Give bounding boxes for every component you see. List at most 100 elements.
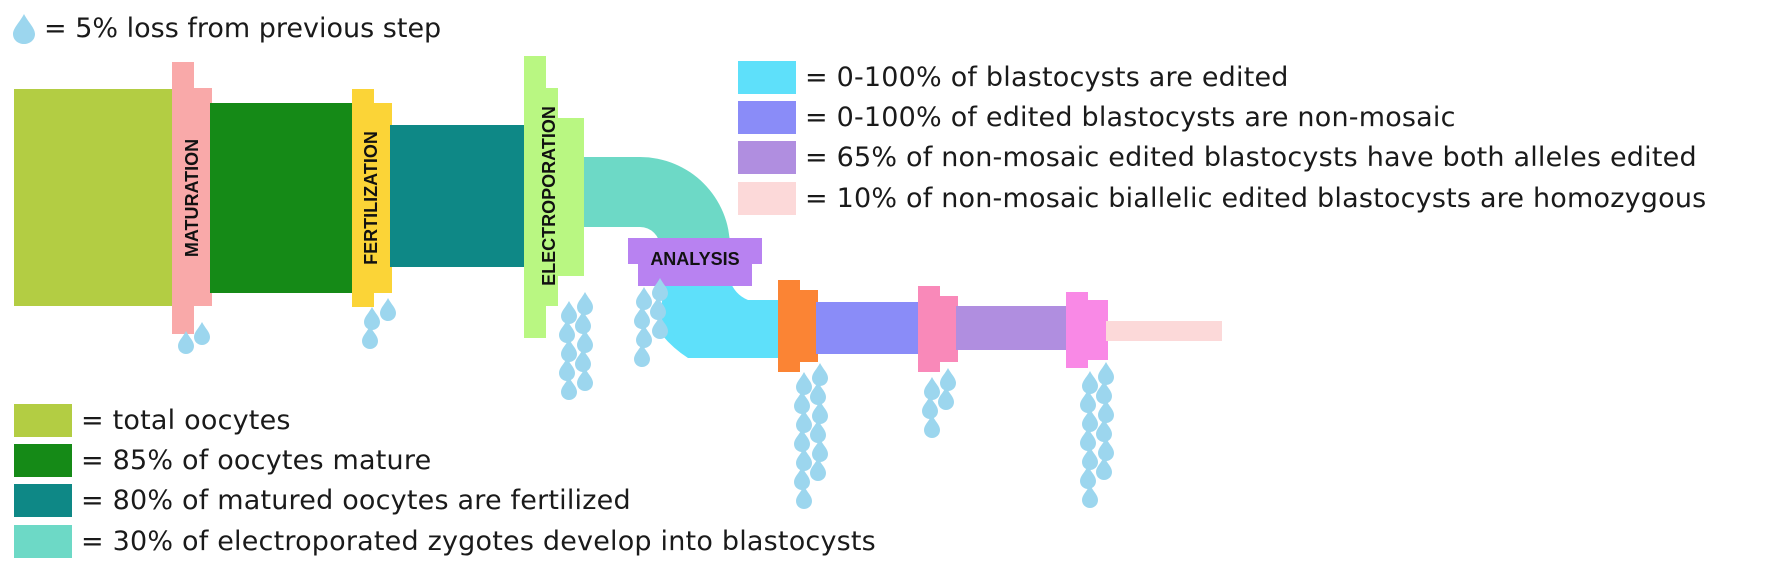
legend-mature: = 85% of oocytes mature xyxy=(14,444,431,477)
pipe-homozygous xyxy=(1106,321,1222,341)
water-drop-icon xyxy=(1082,371,1098,394)
water-drop-icon xyxy=(1098,362,1114,385)
legend-text-mature: = 85% of oocytes mature xyxy=(81,445,432,476)
drops-non-mosaic xyxy=(922,368,956,438)
water-drop-icon xyxy=(812,401,828,424)
drops-biallelic xyxy=(1080,362,1114,508)
water-drop-icon xyxy=(380,298,396,321)
analysis-flange xyxy=(628,238,762,286)
water-drop-icon xyxy=(794,429,810,452)
water-drop-icon xyxy=(178,331,194,354)
electroporation-flange xyxy=(524,56,584,338)
maturation-label: MATURATION xyxy=(182,139,202,257)
water-drop-icon xyxy=(938,387,954,410)
water-drop-icon xyxy=(575,349,591,372)
legend-text-non-mosaic: = 0-100% of edited blastocysts are non-m… xyxy=(805,102,1456,133)
orange-flange xyxy=(778,280,818,372)
pipe-mature-oocytes xyxy=(210,103,354,293)
pipe-non-mosaic xyxy=(816,302,920,354)
legend-text-blastocysts: = 30% of electroporated zygotes develop … xyxy=(81,526,876,557)
water-drop-icon xyxy=(1096,457,1112,480)
electroporation-label: ELECTROPORATION xyxy=(539,106,559,286)
water-drop-icon xyxy=(810,420,826,443)
legend-biallelic: = 65% of non-mosaic edited blastocysts h… xyxy=(738,141,1697,174)
drops-electroporation xyxy=(559,292,593,400)
maturation-flange xyxy=(172,62,212,334)
legend-text-homozygous: = 10% of non-mosaic biallelic edited bla… xyxy=(805,183,1707,214)
water-drop-icon xyxy=(924,377,940,400)
water-drop-icon xyxy=(810,458,826,481)
water-drop-icon xyxy=(577,292,593,315)
legend-text-fertilized: = 80% of matured oocytes are fertilized xyxy=(81,485,631,516)
legend-swatch-fertilized xyxy=(14,484,72,517)
water-drop-icon xyxy=(794,467,810,490)
water-drop-icon xyxy=(810,382,826,405)
water-drop-icon xyxy=(575,311,591,334)
water-drop-icon xyxy=(1098,400,1114,423)
water-drop-icon xyxy=(796,372,812,395)
legend-text-total-oocytes: = total oocytes xyxy=(81,405,291,436)
legend-homozygous: = 10% of non-mosaic biallelic edited bla… xyxy=(738,182,1706,215)
water-drop-icon xyxy=(13,14,35,44)
water-drop-icon xyxy=(1080,466,1096,489)
legend-swatch-biallelic xyxy=(738,141,796,174)
drops-analysis xyxy=(634,278,668,367)
water-drop-icon xyxy=(561,301,577,324)
legend-non-mosaic: = 0-100% of edited blastocysts are non-m… xyxy=(738,101,1456,134)
water-drop-icon xyxy=(1080,390,1096,413)
legend-blastocysts: = 30% of electroporated zygotes develop … xyxy=(14,525,876,558)
water-drop-icon xyxy=(1082,485,1098,508)
analysis-label: ANALYSIS xyxy=(650,249,739,269)
water-drop-icon xyxy=(634,344,650,367)
pipe-blastocysts xyxy=(584,157,730,252)
water-drop-icon xyxy=(796,410,812,433)
water-drop-icon xyxy=(362,326,378,349)
water-drop-icon xyxy=(924,415,940,438)
water-drop-icon xyxy=(796,448,812,471)
fertilization-label: FERTILIZATION xyxy=(361,131,381,265)
legend-swatch-homozygous xyxy=(738,182,796,215)
water-drop-icon xyxy=(1080,428,1096,451)
water-drop-icon xyxy=(559,320,575,343)
water-drop-icon xyxy=(577,368,593,391)
legend-fertilized: = 80% of matured oocytes are fertilized xyxy=(14,484,631,517)
water-drop-icon xyxy=(1096,381,1112,404)
water-drop-icon xyxy=(636,287,652,310)
water-drop-icon xyxy=(812,439,828,462)
pipe-biallelic xyxy=(956,306,1068,350)
water-drop-icon xyxy=(1098,438,1114,461)
water-drop-icon xyxy=(794,391,810,414)
water-drop-icon xyxy=(634,306,650,329)
pipe-total-oocytes xyxy=(14,89,174,306)
legend-total-oocytes: = total oocytes xyxy=(14,404,291,437)
legend-text-biallelic: = 65% of non-mosaic edited blastocysts h… xyxy=(805,142,1697,173)
legend-swatch-total-oocytes xyxy=(14,404,72,437)
drops-edited xyxy=(794,363,828,509)
legend-swatch-mature xyxy=(14,444,72,477)
water-drop-icon xyxy=(1096,419,1112,442)
water-drop-icon xyxy=(561,377,577,400)
water-drop-icon xyxy=(364,307,380,330)
water-drop-icon xyxy=(922,396,938,419)
water-drop-icon xyxy=(796,486,812,509)
legend-swatch-blastocysts xyxy=(14,525,72,558)
drop-legend: = 5% loss from previous step xyxy=(10,10,441,46)
water-drop-icon xyxy=(577,330,593,353)
water-drop-icon xyxy=(1082,447,1098,470)
water-drop-icon xyxy=(561,339,577,362)
water-drop-icon xyxy=(1082,409,1098,432)
legend-swatch-edited xyxy=(738,61,796,94)
pink-flange xyxy=(918,286,958,372)
water-drop-icon xyxy=(812,363,828,386)
water-drop-icon xyxy=(194,322,210,345)
drop-legend-text: = 5% loss from previous step xyxy=(44,12,442,44)
fertilization-flange xyxy=(352,89,392,307)
legend-swatch-non-mosaic xyxy=(738,101,796,134)
water-drop-icon xyxy=(940,368,956,391)
magenta-flange xyxy=(1066,292,1108,368)
water-drop-icon xyxy=(636,325,652,348)
water-drop-icon xyxy=(559,358,575,381)
legend-edited: = 0-100% of blastocysts are edited xyxy=(738,61,1289,94)
pipe-fertilized-oocytes xyxy=(390,125,526,267)
